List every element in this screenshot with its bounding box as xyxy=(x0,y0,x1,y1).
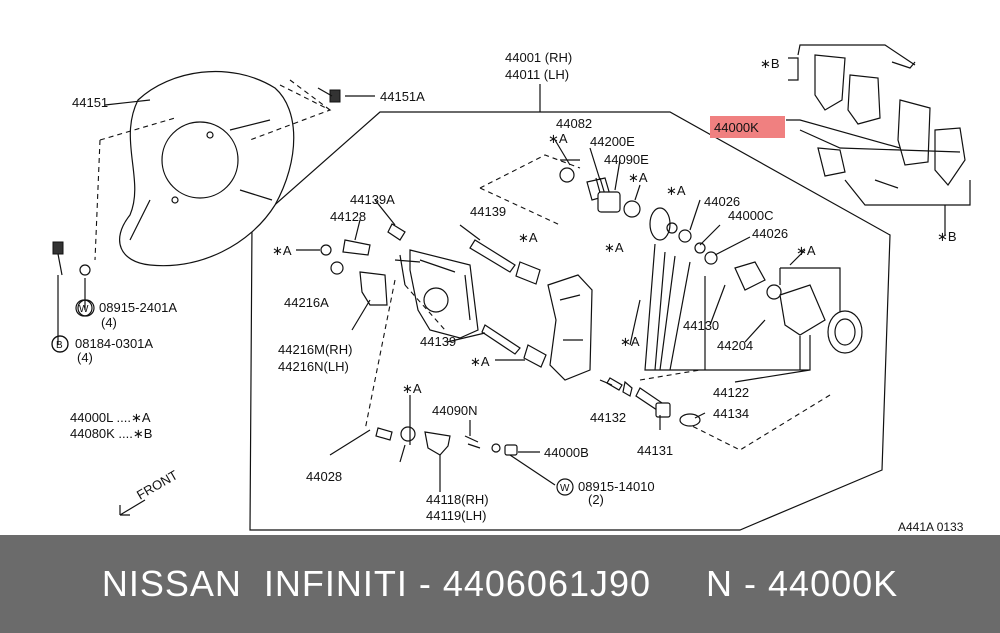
label-qty-4b: (4) xyxy=(77,350,93,365)
label-star-a-3: ∗A xyxy=(666,183,686,198)
label-44130: 44130 xyxy=(683,318,719,333)
bolt-44151A xyxy=(317,87,341,103)
label-44090N: 44090N xyxy=(432,403,478,418)
label-44139-b: 44139 xyxy=(420,334,456,349)
washer-08915 xyxy=(79,264,91,276)
label-44139-a: 44139 xyxy=(470,204,506,219)
bolt-08184 xyxy=(52,241,64,276)
seal-kit-parts xyxy=(678,229,863,354)
bottom-parts xyxy=(375,426,518,456)
footer-bar: NISSAN INFINITI - 4406061J90 N - 44000K xyxy=(0,535,1000,633)
washer-symbol-2 xyxy=(556,478,574,496)
label-star-a-5: ∗A xyxy=(518,230,538,245)
label-44151: 44151 xyxy=(72,95,108,110)
label-44119: 44119(LH) xyxy=(426,508,486,523)
bolt-symbol-letter: B xyxy=(56,340,63,351)
assembly-frame xyxy=(249,111,891,531)
label-star-a-8: ∗A xyxy=(620,334,640,349)
label-44000B: 44000B xyxy=(544,445,589,460)
label-qty-4a: (4) xyxy=(101,315,117,330)
front-label: FRONT xyxy=(134,467,180,502)
brake-pad-set xyxy=(786,44,971,235)
label-08184: 08184-0301A xyxy=(75,336,153,351)
washer-symbol-letter-2: W xyxy=(560,483,570,494)
label-44090E: 44090E xyxy=(604,152,649,167)
label-44011: 44011 (LH) xyxy=(505,67,569,82)
label-star-a-7: ∗A xyxy=(796,243,816,258)
label-star-a-9: ∗A xyxy=(470,354,490,369)
label-44216N: 44216N(LH) xyxy=(278,359,349,374)
label-star-a-4: ∗A xyxy=(604,240,624,255)
label-44026-a: 44026 xyxy=(704,194,740,209)
label-44028: 44028 xyxy=(306,469,342,484)
front-arrow-icon xyxy=(119,499,146,516)
small-parts-left xyxy=(320,223,421,306)
label-44026-b: 44026 xyxy=(752,226,788,241)
label-star-b-bottom: ∗B xyxy=(937,229,957,244)
label-44000C: 44000C xyxy=(728,208,774,223)
legend-44000L: 44000L ....∗A xyxy=(70,410,151,425)
dust-shield xyxy=(119,70,295,267)
part-number-caption: NISSAN INFINITI - 4406061J90 N - 44000K xyxy=(101,563,899,604)
parts-diagram: 44151 44151A 44001 (RH) 44011 (LH) 44082… xyxy=(51,44,971,534)
guide-pins xyxy=(469,239,547,368)
label-44134: 44134 xyxy=(713,406,749,421)
label-star-a-2: ∗A xyxy=(628,170,648,185)
label-44216M: 44216M(RH) xyxy=(278,342,352,357)
label-star-a-6: ∗A xyxy=(272,243,292,258)
label-44204: 44204 xyxy=(717,338,753,353)
label-star-b-top: ∗B xyxy=(760,56,780,71)
label-44200E: 44200E xyxy=(590,134,635,149)
reference-code: A441A 0133 xyxy=(898,520,964,534)
bolt-symbol xyxy=(51,335,69,353)
label-44216A: 44216A xyxy=(284,295,329,310)
label-44128: 44128 xyxy=(330,209,366,224)
label-star-a-10: ∗A xyxy=(402,381,422,396)
label-44122: 44122 xyxy=(713,385,749,400)
label-44000K: 44000K xyxy=(714,120,759,135)
caliper-body xyxy=(409,249,593,381)
label-44132: 44132 xyxy=(590,410,626,425)
highlight-44000K xyxy=(710,116,785,138)
label-44131: 44131 xyxy=(637,443,673,458)
legend-44080K: 44080K ....∗B xyxy=(70,426,152,441)
label-44082: 44082 xyxy=(556,116,592,131)
label-star-a-1: ∗A xyxy=(548,131,568,146)
washer-symbol-letter: W xyxy=(79,304,89,315)
label-44001: 44001 (RH) xyxy=(505,50,572,65)
label-08915-14010: 08915-14010 xyxy=(578,479,655,494)
pin-bolt-parts xyxy=(606,377,701,427)
label-44118: 44118(RH) xyxy=(426,492,489,507)
label-44151A: 44151A xyxy=(380,89,425,104)
label-qty-2: (2) xyxy=(588,492,604,507)
piston-seal-parts xyxy=(559,167,678,241)
label-08915-2401A: 08915-2401A xyxy=(99,300,177,315)
washer-symbol xyxy=(75,299,93,317)
label-44139A: 44139A xyxy=(350,192,395,207)
